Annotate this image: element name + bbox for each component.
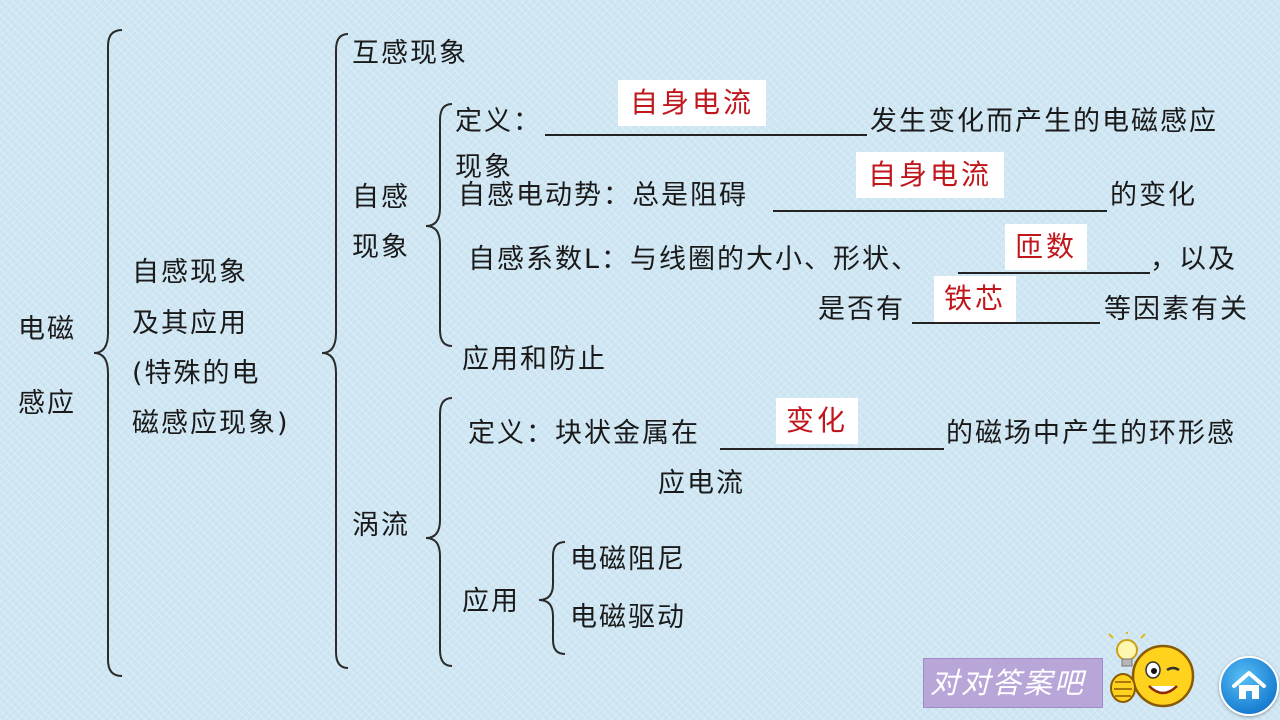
eddy-def-suffix: 的磁场中产生的环形感 (946, 418, 1236, 449)
self-coef-blank (958, 272, 1150, 274)
brace-eddy (425, 397, 453, 667)
level1-line4: 磁感应现象) (132, 408, 290, 439)
eddy-apply-item-1: 电磁阻尼 (570, 544, 686, 575)
self-emf-blank (773, 210, 1107, 212)
self-emf-prefix: 自感电动势：总是阻碍 (458, 180, 748, 211)
eddy-def-continuation: 应电流 (658, 468, 745, 499)
brace-eddy-apply (538, 541, 566, 655)
self-induction-label-line2: 现象 (352, 232, 410, 263)
self-coef-suffix: ，以及 (1150, 244, 1237, 275)
root-label-line2: 感应 (18, 388, 76, 419)
level1-line1: 自感现象 (132, 257, 248, 288)
answer-box-2: 自身电流 (856, 152, 1004, 198)
root-label-line1: 电磁 (18, 314, 76, 345)
level1-line3: (特殊的电 (132, 358, 261, 389)
answer-box-4: 铁芯 (934, 276, 1016, 322)
self-emf-suffix: 的变化 (1110, 180, 1197, 211)
eddy-apply-item-2: 电磁驱动 (570, 602, 686, 633)
home-button[interactable] (1219, 656, 1279, 716)
brace-level1 (321, 33, 349, 669)
smiley-lightbulb-icon[interactable] (1105, 632, 1197, 712)
answer-box-3: 匝数 (1005, 224, 1087, 270)
level1-line2: 及其应用 (132, 308, 248, 339)
self-def-prefix: 定义： (455, 106, 542, 137)
answer-box-5: 变化 (776, 398, 858, 444)
mutual-induction-label: 互感现象 (352, 38, 468, 69)
self-coef2-blank (912, 322, 1100, 324)
answer-box-1: 自身电流 (618, 80, 766, 126)
self-def-continuation: 现象 (455, 152, 513, 183)
self-def-suffix: 发生变化而产生的电磁感应 (870, 106, 1218, 137)
brace-self (425, 103, 453, 347)
self-coef-prefix: 自感系数L：与线圈的大小、形状、 (468, 244, 921, 275)
brace-root (93, 29, 123, 677)
eddy-current-label: 涡流 (352, 510, 410, 541)
check-answers-label[interactable]: 对对答案吧 (930, 666, 1086, 700)
self-def-blank (545, 134, 867, 136)
eddy-def-blank (720, 448, 944, 450)
eddy-apply-label: 应用 (462, 586, 520, 617)
self-coef2-suffix: 等因素有关 (1104, 294, 1249, 325)
self-apply-label: 应用和防止 (462, 344, 607, 375)
self-coef2-prefix: 是否有 (818, 294, 905, 325)
home-icon (1232, 671, 1266, 699)
eddy-def-prefix: 定义：块状金属在 (468, 418, 700, 449)
self-induction-label-line1: 自感 (352, 182, 410, 213)
check-answers-button[interactable] (923, 658, 1103, 708)
